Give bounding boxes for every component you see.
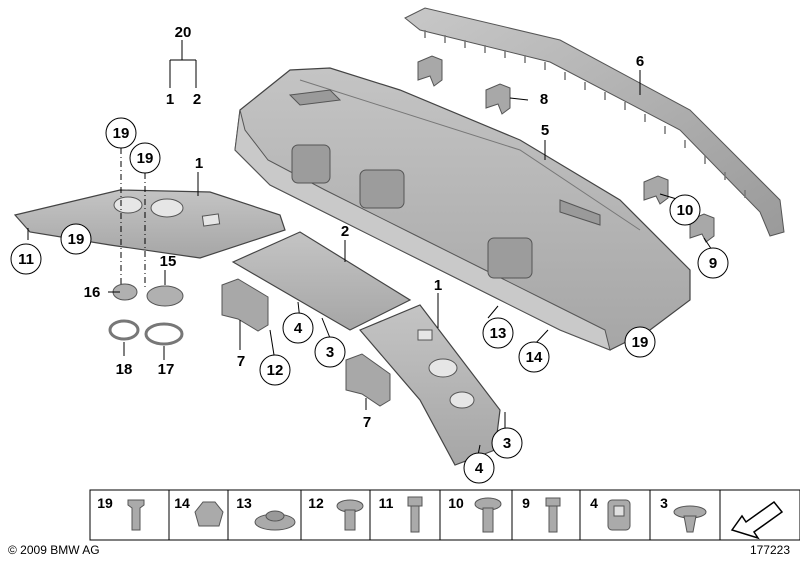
callout-3-right: 3 [491, 427, 523, 459]
svg-text:9: 9 [709, 255, 717, 272]
callout-19-top: 19 [105, 117, 137, 149]
callout-2-center: 2 [341, 223, 349, 240]
svg-text:3: 3 [660, 495, 668, 511]
strip-cell-9: 9 [522, 495, 561, 533]
panel-right-part-1 [359, 304, 501, 466]
callout-19-right: 19 [624, 326, 656, 358]
callout-12: 12 [259, 354, 291, 386]
callout-14: 14 [518, 341, 550, 373]
svg-text:2: 2 [341, 223, 349, 240]
callout-16: 16 [84, 284, 101, 301]
svg-text:13: 13 [236, 495, 252, 511]
svg-text:16: 16 [84, 284, 101, 301]
callout-9: 9 [697, 247, 729, 279]
strip-cell-3: 3 [660, 495, 707, 533]
carrier-part-5 [234, 67, 691, 351]
strip-cell-10: 10 [448, 495, 502, 533]
clip-part-8 [417, 55, 511, 115]
callout-5: 5 [541, 122, 549, 139]
svg-text:1: 1 [166, 91, 174, 108]
strip-cell-14: 14 [174, 495, 224, 527]
svg-text:6: 6 [636, 53, 644, 70]
copyright-text: © 2009 BMW AG [8, 543, 100, 557]
svg-text:4: 4 [294, 320, 303, 337]
strip-cell-12: 12 [308, 495, 364, 531]
strip-cell-13: 13 [236, 495, 296, 531]
svg-text:20: 20 [175, 24, 192, 41]
svg-text:17: 17 [158, 361, 175, 378]
svg-text:12: 12 [267, 362, 284, 379]
diagram-number: 177223 [750, 543, 790, 557]
svg-text:19: 19 [68, 231, 85, 248]
strip-cell-11: 11 [379, 495, 423, 533]
svg-text:2: 2 [193, 91, 201, 108]
callout-4-right: 4 [463, 452, 495, 484]
svg-text:7: 7 [237, 353, 245, 370]
callout-8: 8 [540, 91, 548, 108]
svg-text:18: 18 [116, 361, 133, 378]
svg-text:14: 14 [174, 495, 190, 511]
callout-13: 13 [482, 317, 514, 349]
svg-text:3: 3 [503, 435, 511, 452]
svg-text:10: 10 [448, 495, 464, 511]
callout-4-center: 4 [282, 312, 314, 344]
svg-text:13: 13 [490, 325, 507, 342]
callout-17: 17 [158, 361, 175, 378]
svg-text:1: 1 [434, 277, 442, 294]
ring-part-17 [144, 322, 184, 346]
svg-text:12: 12 [308, 495, 324, 511]
fastener-strip: 19 14 13 12 11 10 9 [89, 489, 800, 541]
panel-center-part-2 [231, 231, 412, 331]
callout-20: 20 [175, 24, 192, 41]
panel-left-part-1 [13, 189, 286, 259]
strip-cell-4: 4 [590, 495, 631, 531]
ring-part-18 [108, 319, 140, 341]
callout-1-top: 1 [166, 91, 174, 108]
callout-6: 6 [636, 53, 644, 70]
svg-text:10: 10 [677, 202, 694, 219]
svg-text:11: 11 [379, 495, 394, 511]
callout-19-mid: 19 [129, 142, 161, 174]
svg-text:3: 3 [326, 344, 334, 361]
callout-15: 15 [160, 253, 177, 270]
svg-text:9: 9 [522, 495, 530, 511]
cap-part-15 [146, 285, 184, 307]
leader-lines [27, 40, 713, 456]
callout-1-left: 1 [195, 155, 203, 172]
svg-text:11: 11 [18, 251, 34, 268]
callout-7-right: 7 [363, 414, 371, 431]
callout-7-left: 7 [237, 353, 245, 370]
svg-text:15: 15 [160, 253, 177, 270]
callout-11: 11 [10, 243, 42, 275]
svg-text:5: 5 [541, 122, 549, 139]
callout-10: 10 [669, 194, 701, 226]
callout-1-right: 1 [434, 277, 442, 294]
svg-text:4: 4 [590, 495, 598, 511]
svg-text:1: 1 [195, 155, 203, 172]
callout-18: 18 [116, 361, 133, 378]
svg-text:19: 19 [137, 150, 154, 167]
svg-text:8: 8 [540, 91, 548, 108]
callout-2-top: 2 [193, 91, 201, 108]
strip-cell-arrow [730, 500, 784, 540]
clip-part-10 [643, 175, 715, 243]
svg-text:4: 4 [475, 460, 484, 477]
svg-text:19: 19 [632, 334, 649, 351]
svg-text:19: 19 [113, 125, 130, 142]
callout-3-center: 3 [314, 336, 346, 368]
svg-text:7: 7 [363, 414, 371, 431]
bracket-part-7 [221, 278, 391, 407]
strip-cell-19: 19 [97, 495, 145, 531]
trim-strip-part-6 [404, 7, 785, 237]
svg-text:14: 14 [526, 349, 543, 366]
svg-text:19: 19 [97, 495, 113, 511]
callout-19-left: 19 [60, 223, 92, 255]
